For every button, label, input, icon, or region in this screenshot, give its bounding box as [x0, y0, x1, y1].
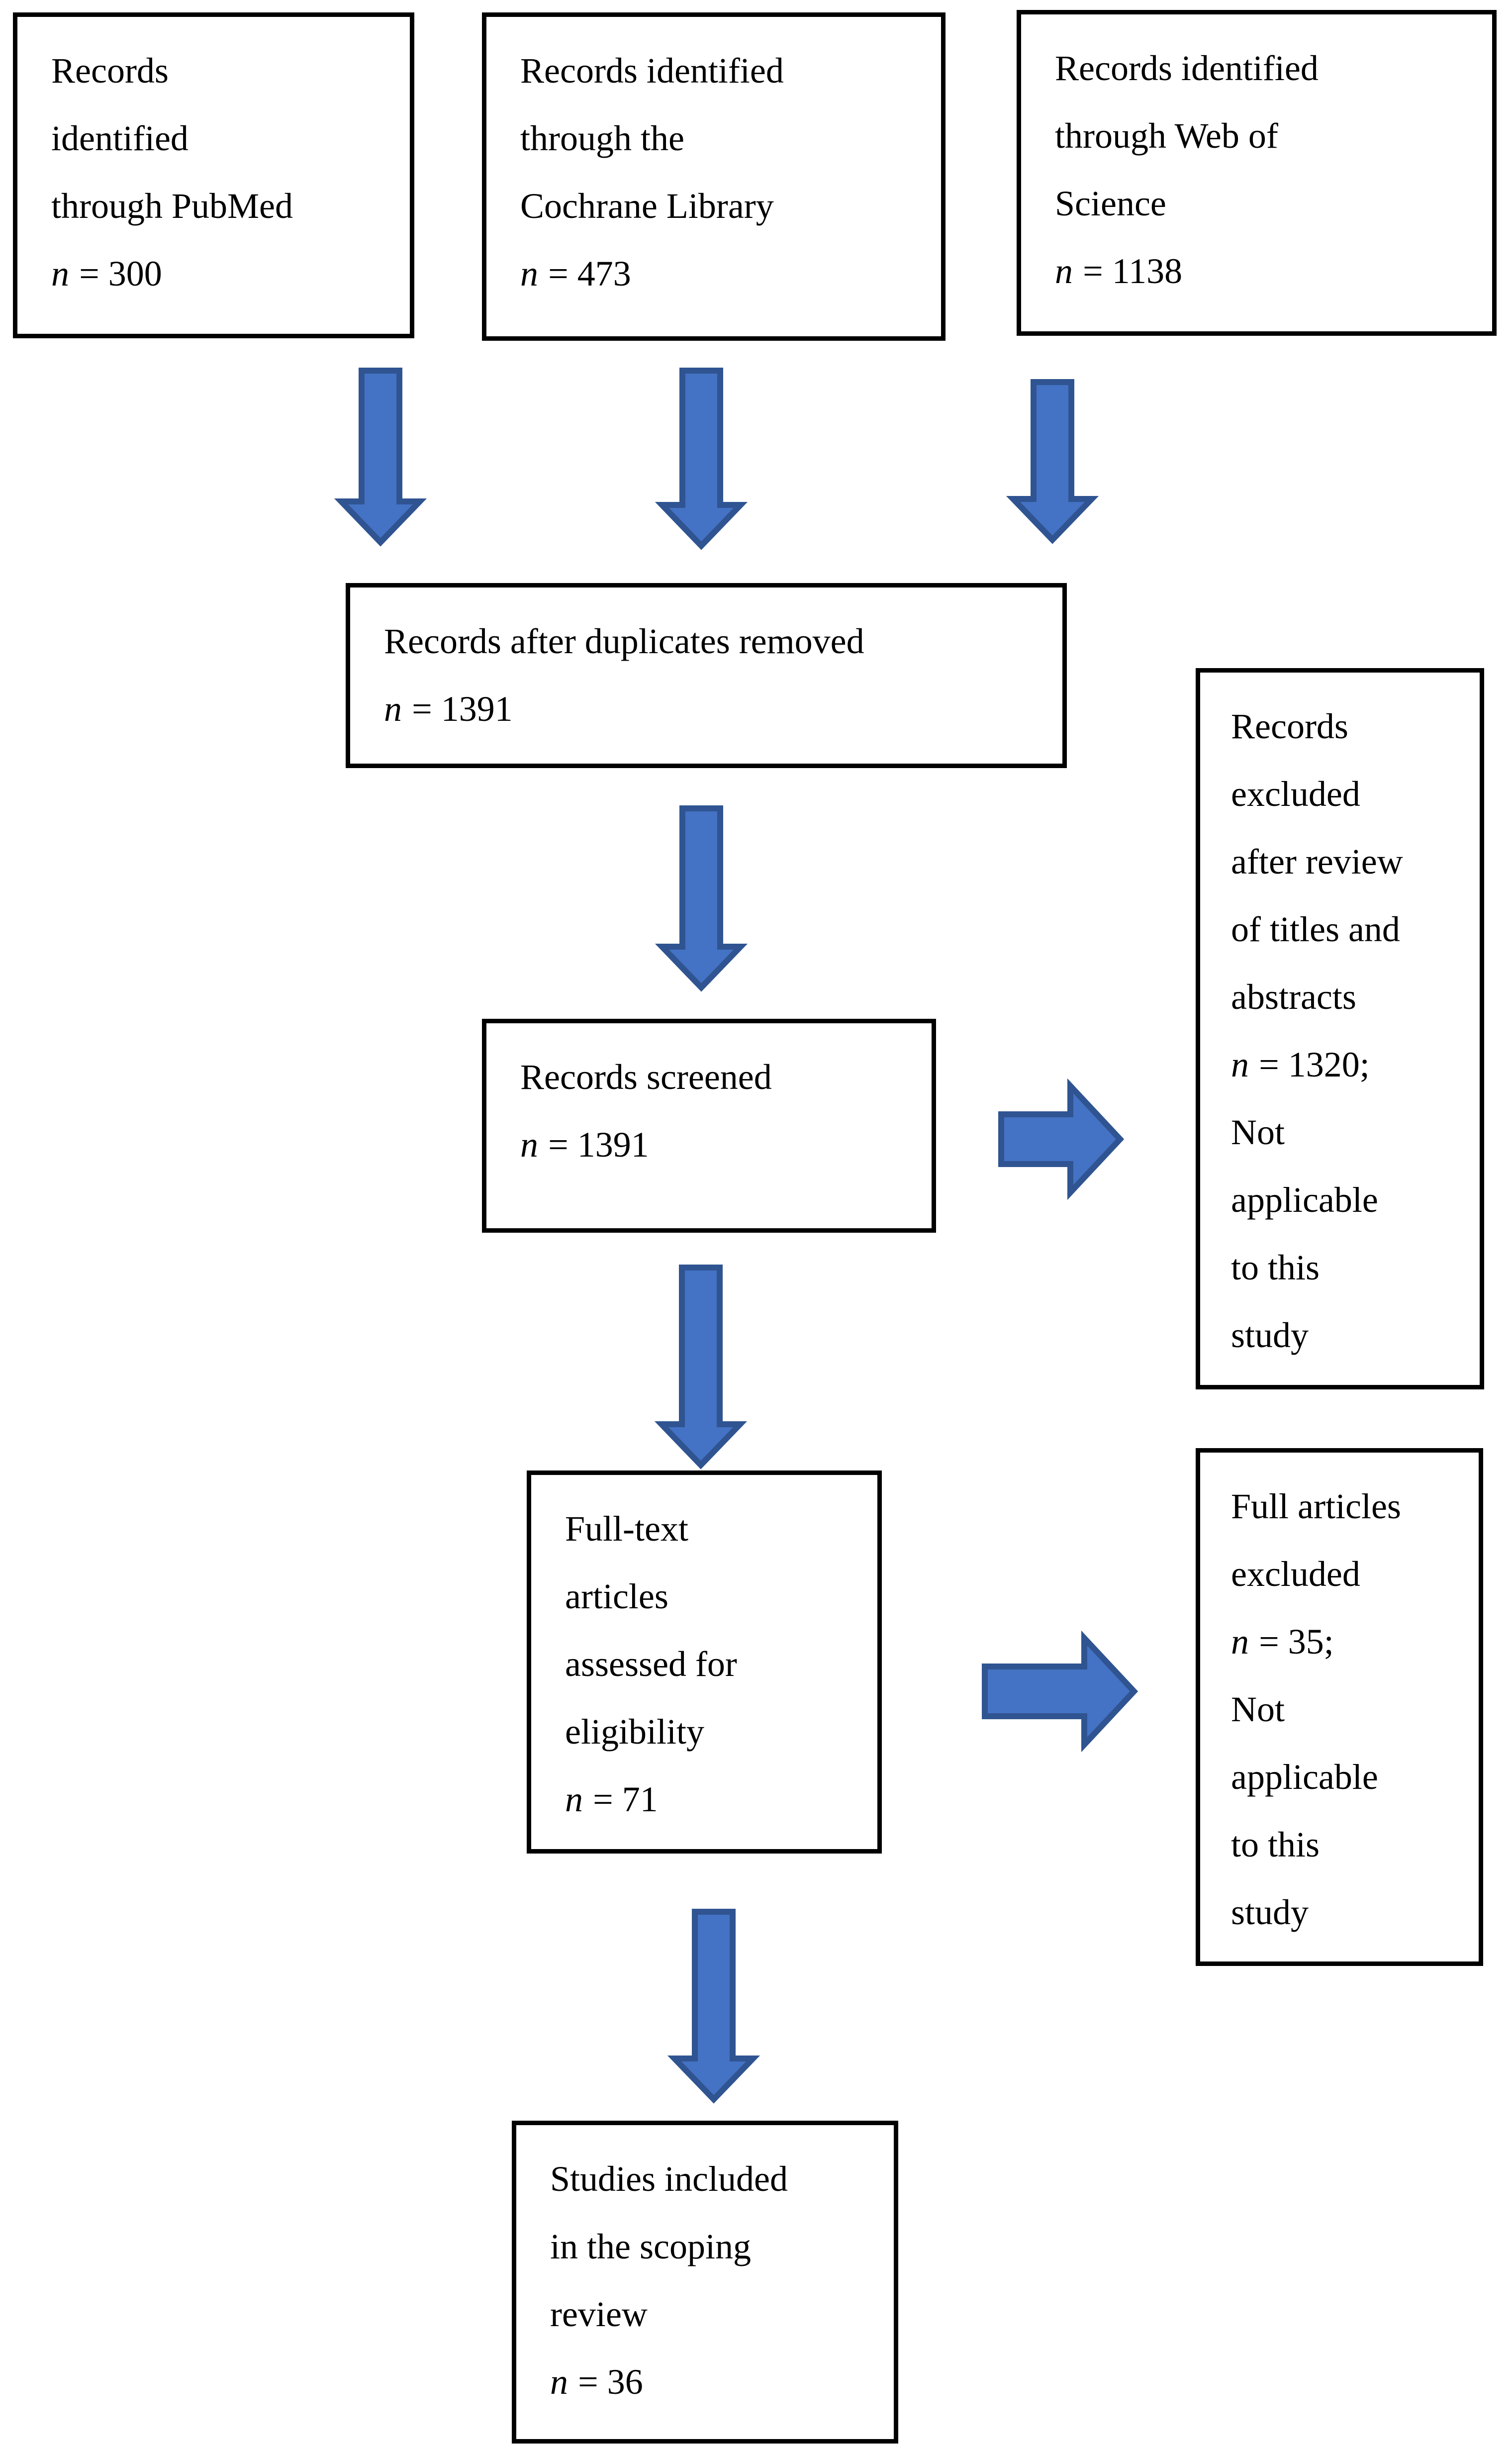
n-value: = 473: [548, 254, 631, 294]
down-arrow-cochrane-icon: [655, 368, 748, 550]
n-value: = 1138: [1083, 251, 1183, 291]
box-text-line: review: [550, 2294, 648, 2334]
n-value: = 71: [593, 1779, 658, 1819]
n-value: = 1391: [412, 689, 513, 729]
box-text-line: applicable: [1231, 1180, 1378, 1220]
box-text-line: Cochrane Library: [520, 186, 774, 226]
box-text-line: Studies included: [550, 2159, 788, 2199]
box-excluded-full-articles: Full articles excluded n= 35; Not applic…: [1196, 1448, 1483, 1966]
box-records-screened: Records screened n= 1391: [482, 1019, 936, 1233]
n-count-line: n= 1138: [1055, 237, 1482, 305]
n-count-line: n= 473: [520, 240, 931, 307]
box-records-pubmed: Records identified through PubMed n= 300: [13, 12, 414, 338]
box-text-line: Not: [1231, 1112, 1285, 1152]
box-text-line: Science: [1055, 184, 1166, 223]
n-symbol: n: [384, 689, 402, 729]
box-text-line: through PubMed: [51, 186, 293, 226]
box-text-line: excluded: [1231, 1554, 1360, 1594]
n-count-line: n = 1320;: [1231, 1031, 1470, 1098]
box-text-line: eligibility: [565, 1712, 704, 1752]
n-symbol: n: [1231, 1622, 1249, 1662]
box-text-line: Full articles: [1231, 1486, 1401, 1526]
down-arrow-fulltext-to-included-icon: [667, 1909, 760, 2104]
n-symbol: n: [565, 1779, 583, 1819]
n-symbol: n: [1231, 1045, 1249, 1084]
n-count-line: n= 36: [550, 2348, 884, 2416]
right-arrow-fulltext-excluded-icon: [982, 1630, 1138, 1753]
box-text-line: abstracts: [1231, 977, 1356, 1017]
box-text-line: study: [1231, 1315, 1309, 1355]
box-text-line: Records: [1231, 706, 1348, 746]
box-text-line: to this: [1231, 1248, 1320, 1287]
n-value: = 36: [578, 2362, 643, 2402]
box-text-line: Records identified: [520, 51, 784, 91]
n-symbol: n: [51, 254, 69, 294]
box-text-line: of titles and: [1231, 909, 1400, 949]
box-text-line: in the scoping: [550, 2227, 751, 2266]
n-value: = 1391: [548, 1125, 649, 1165]
box-text-line: Not: [1231, 1689, 1285, 1729]
n-count-line: n= 71: [565, 1765, 867, 1833]
box-text-line: Records: [51, 51, 169, 91]
box-text-line: identified: [51, 118, 189, 158]
box-records-web-of-science: Records identified through Web of Scienc…: [1017, 10, 1497, 336]
box-full-text-assessed: Full-text articles assessed for eligibil…: [527, 1470, 882, 1854]
box-records-cochrane: Records identified through the Cochrane …: [482, 12, 945, 341]
box-text-line: after review: [1231, 842, 1403, 882]
box-text-line: Records after duplicates removed: [384, 621, 864, 661]
box-text-line: assessed for: [565, 1644, 737, 1684]
box-text-line: to this: [1231, 1825, 1320, 1864]
box-studies-included: Studies included in the scoping review n…: [512, 2121, 898, 2444]
n-symbol: n: [1055, 251, 1073, 291]
n-symbol: n: [520, 254, 538, 294]
n-value: = 300: [79, 254, 162, 294]
n-symbol: n: [550, 2362, 568, 2402]
down-arrow-web-of-science-icon: [1006, 379, 1099, 544]
box-duplicates-removed: Records after duplicates removed n= 1391: [346, 583, 1067, 768]
box-text-line: through the: [520, 118, 684, 158]
box-text-line: applicable: [1231, 1757, 1378, 1797]
box-text-line: Full-text: [565, 1509, 688, 1549]
box-excluded-titles-abstracts: Records excluded after review of titles …: [1196, 668, 1484, 1389]
right-arrow-screened-excluded-icon: [998, 1078, 1125, 1200]
n-value: = 35;: [1259, 1622, 1334, 1662]
n-symbol: n: [520, 1125, 538, 1165]
n-count-line: n= 1391: [520, 1111, 922, 1178]
box-text-line: study: [1231, 1892, 1309, 1932]
box-text-line: through Web of: [1055, 116, 1278, 156]
down-arrow-pubmed-icon: [334, 368, 427, 547]
n-count-line: n= 1391: [384, 675, 1052, 743]
down-arrow-duplicates-to-screened-icon: [655, 805, 748, 992]
box-text-line: Records identified: [1055, 48, 1319, 88]
box-text-line: articles: [565, 1576, 668, 1616]
box-text-line: excluded: [1231, 774, 1360, 814]
box-text-line: Records screened: [520, 1057, 772, 1097]
down-arrow-screened-to-fulltext-icon: [654, 1265, 748, 1469]
n-count-line: n= 300: [51, 240, 400, 307]
n-count-line: n= 35;: [1231, 1608, 1469, 1675]
n-value: = 1320;: [1259, 1045, 1370, 1084]
